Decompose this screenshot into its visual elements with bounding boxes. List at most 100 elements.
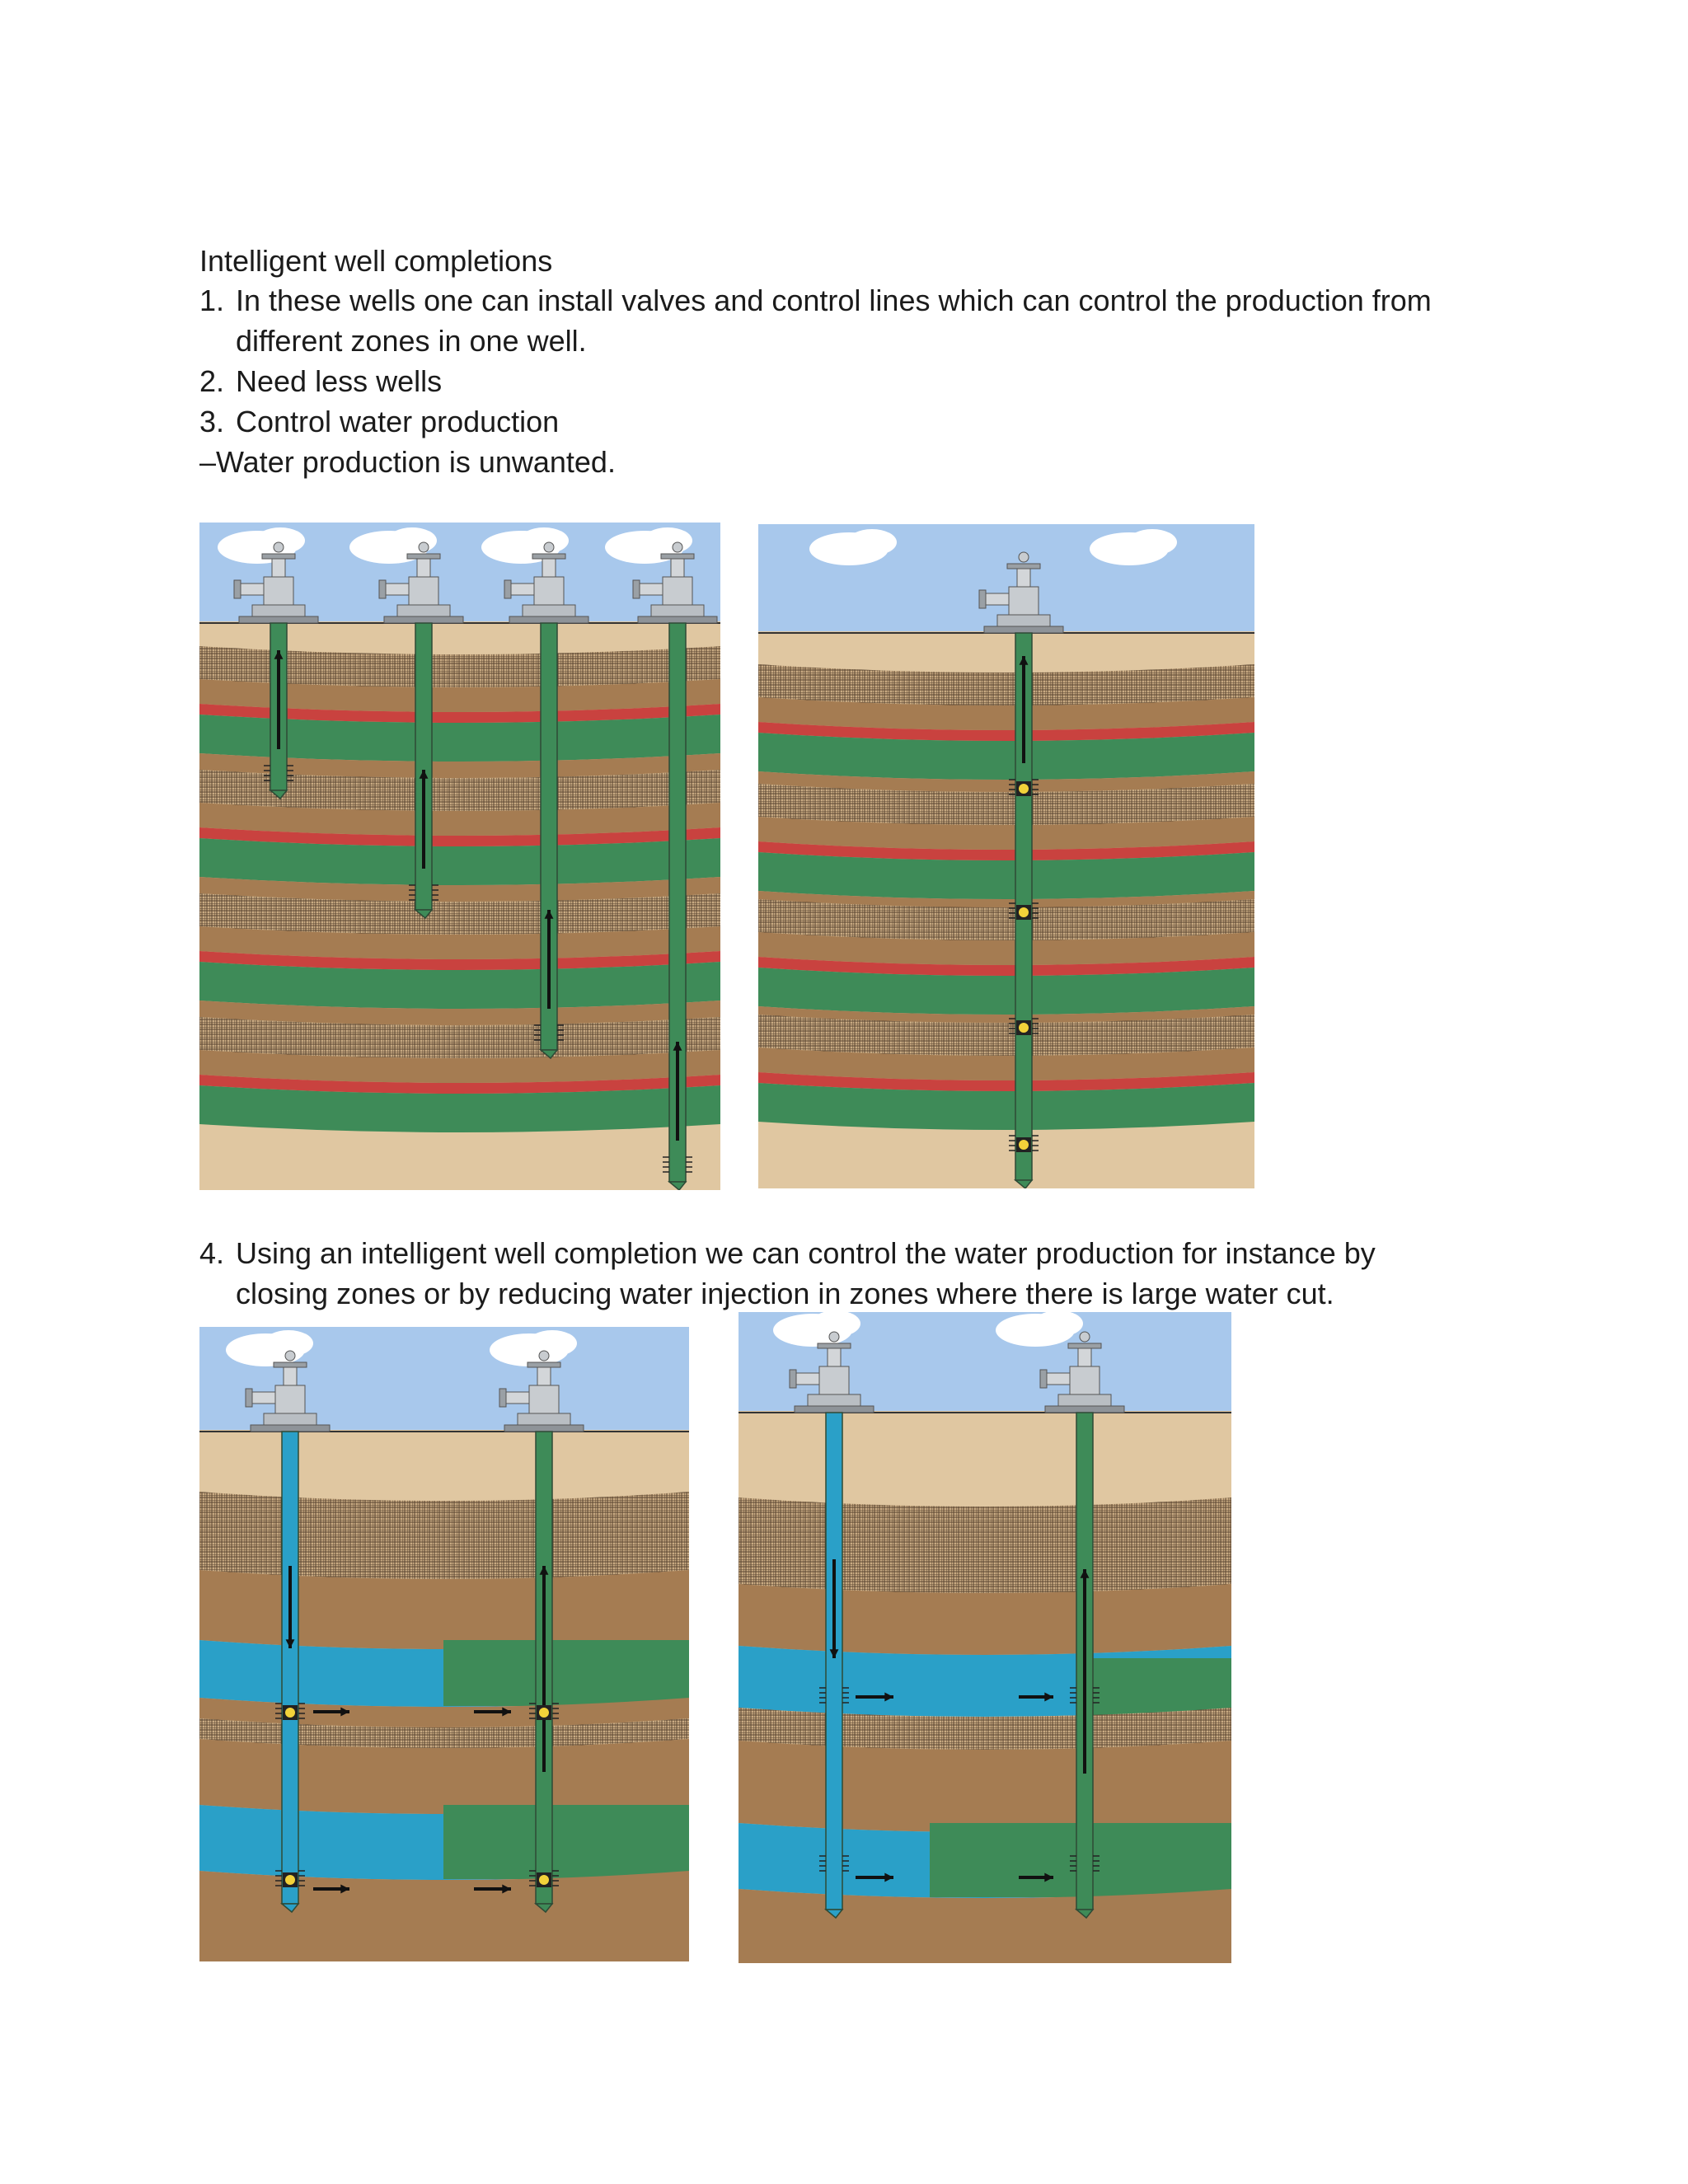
wellhead-body xyxy=(528,1385,560,1414)
wellhead-side-wheel xyxy=(632,579,640,599)
wellhead-side-valve xyxy=(795,1372,820,1385)
wellhead-base xyxy=(250,1424,331,1432)
cap-rock-layer xyxy=(199,646,720,687)
multiple-wells-figure xyxy=(199,523,720,1190)
list-item-4-line-2: closing zones or by reducing water injec… xyxy=(236,1277,1334,1310)
injection-valves-closed-figure xyxy=(738,1312,1231,1963)
wellhead-body xyxy=(533,576,565,606)
gas-layer xyxy=(199,827,720,846)
wellhead-stem xyxy=(283,1366,298,1386)
shale-layer xyxy=(199,926,720,959)
gas-layer xyxy=(758,957,1254,976)
valve-indicator xyxy=(1019,1023,1029,1033)
valve-indicator xyxy=(1019,784,1029,794)
well-pipe xyxy=(281,1431,299,1905)
wellhead-base xyxy=(794,1405,874,1413)
wellhead-flange xyxy=(517,1413,571,1426)
wellhead-side-valve xyxy=(385,583,410,596)
page-title: Intelligent well completions xyxy=(199,244,553,278)
wellhead-stem xyxy=(1077,1347,1092,1367)
single-intelligent-well-figure xyxy=(758,524,1254,1188)
pipe-shoe xyxy=(1074,1909,1095,1919)
shale-layer xyxy=(758,1047,1254,1080)
cloud xyxy=(387,527,437,554)
flow-arrow-head xyxy=(419,770,429,779)
flow-arrow-head xyxy=(285,1639,295,1648)
flow-arrow-head xyxy=(544,910,554,919)
list-number-2: 2. xyxy=(199,364,225,398)
cloud xyxy=(264,1330,313,1357)
wellhead-side-wheel xyxy=(378,579,387,599)
cap-rock-layer xyxy=(199,1492,689,1579)
flow-arrow-head xyxy=(1019,656,1029,665)
wellhead-stem xyxy=(827,1347,842,1367)
shale-layer xyxy=(199,1739,689,1814)
gas-layer xyxy=(199,1075,720,1094)
gas-layer xyxy=(758,841,1254,860)
shale-layer xyxy=(738,1741,1231,1832)
wellhead-cap xyxy=(418,541,429,553)
flow-arrow-head xyxy=(1080,1569,1090,1578)
flow-arrow-head xyxy=(340,1884,349,1894)
wellhead-cap xyxy=(284,1350,296,1361)
list-item-4-line-1: Using an intelligent well completion we … xyxy=(236,1236,1376,1270)
cap-rock-layer xyxy=(758,664,1254,705)
oil-zone xyxy=(199,962,720,1009)
wellhead-handwheel xyxy=(273,1361,307,1368)
gas-layer xyxy=(758,722,1254,741)
list-item-3: Control water production xyxy=(236,405,560,438)
wellhead-side-wheel xyxy=(233,579,241,599)
pipe-shoe xyxy=(1013,1179,1034,1188)
oil-zone xyxy=(199,715,720,762)
shale-layer xyxy=(199,877,720,902)
gas-layer xyxy=(199,704,720,723)
wellhead-handwheel xyxy=(660,553,695,560)
wellhead-flange xyxy=(263,1413,317,1426)
shale-layer xyxy=(199,803,720,836)
wellhead-base xyxy=(238,616,319,624)
oil-zone xyxy=(758,968,1254,1015)
list-item-1-line-1: In these wells one can install valves an… xyxy=(236,284,1432,317)
wellhead-side-wheel xyxy=(789,1369,797,1389)
oil-zone xyxy=(758,852,1254,899)
wellhead-flange xyxy=(522,604,576,617)
oil-zone xyxy=(199,1085,720,1132)
wellhead-body xyxy=(1069,1366,1100,1395)
list-item-2: Need less wells xyxy=(236,364,443,398)
wellhead-handwheel xyxy=(406,553,441,560)
wellhead-body xyxy=(818,1366,850,1395)
wellhead-cap xyxy=(538,1350,550,1361)
flow-arrow-head xyxy=(884,1692,893,1702)
valve-indicator xyxy=(285,1875,295,1885)
flow-arrow-head xyxy=(1044,1692,1053,1702)
pipe-shoe xyxy=(667,1181,687,1190)
shale-layer xyxy=(199,1001,720,1025)
flow-arrow-head xyxy=(340,1707,349,1717)
shale-layer xyxy=(199,679,720,712)
valve-indicator xyxy=(1019,1140,1029,1150)
note-line: –Water production is unwanted. xyxy=(199,445,616,479)
wellhead-flange xyxy=(996,614,1051,627)
wellhead-side-valve xyxy=(639,583,663,596)
wellhead-body xyxy=(408,576,439,606)
flow-arrow-head xyxy=(1044,1872,1053,1882)
cap-rock-layer xyxy=(758,1015,1254,1056)
oil-zone xyxy=(443,1805,689,1879)
flow-arrow-head xyxy=(829,1649,839,1658)
wellhead-flange xyxy=(650,604,705,617)
wellhead-stem xyxy=(416,558,431,578)
pipe-shoe xyxy=(279,1903,300,1914)
wellhead-stem xyxy=(537,1366,551,1386)
wellhead-flange xyxy=(396,604,451,617)
wellhead-side-valve xyxy=(505,1391,530,1404)
cloud xyxy=(519,527,569,554)
oil-zone xyxy=(199,838,720,885)
shale-layer xyxy=(738,1584,1231,1655)
wellhead-body xyxy=(263,576,294,606)
wellhead-cap xyxy=(1079,1331,1090,1343)
oil-zone xyxy=(1085,1658,1231,1716)
wellhead-flange xyxy=(1057,1394,1112,1407)
injection-valves-open-figure xyxy=(199,1327,689,1961)
flow-arrow-head xyxy=(884,1872,893,1882)
flow-arrow-head xyxy=(539,1566,549,1575)
